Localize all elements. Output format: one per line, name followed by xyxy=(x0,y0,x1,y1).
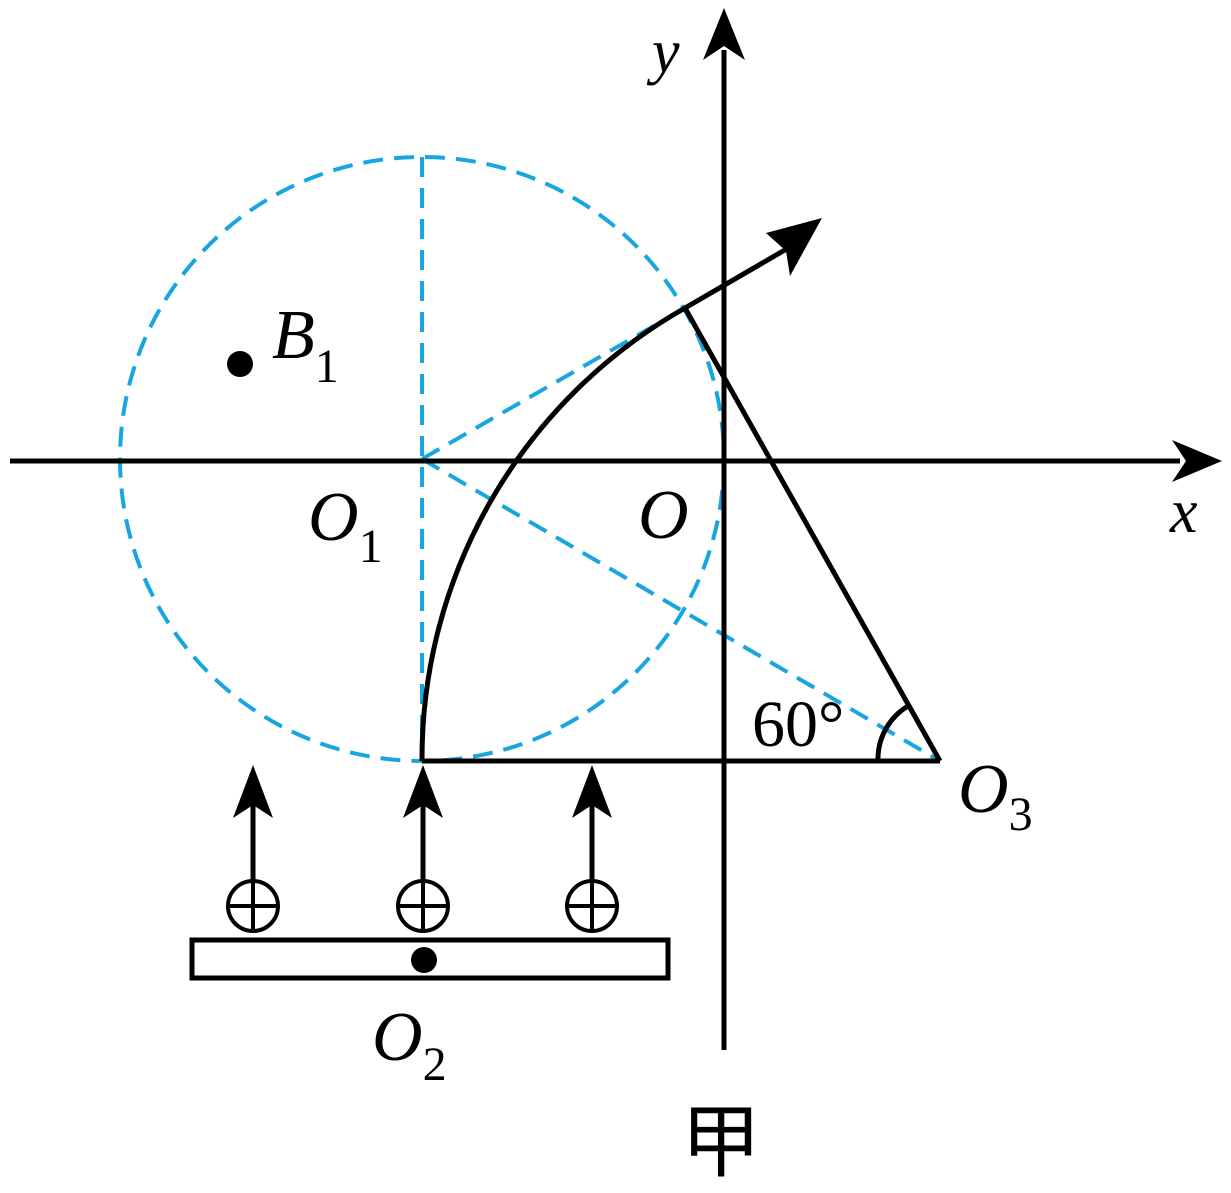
velocity-arrow-left xyxy=(233,765,273,881)
positive-particle-left xyxy=(226,879,280,933)
positive-particle-right xyxy=(565,879,619,933)
coordinate-axes xyxy=(10,8,1222,1050)
b1-label: B1 xyxy=(272,297,339,393)
x-axis-arrowhead xyxy=(1172,440,1222,482)
radius-o3-to-exit xyxy=(682,306,943,763)
o3-construction xyxy=(422,306,943,764)
labels: y x O B1 O1 O2 O3 60° 甲 xyxy=(272,18,1198,1188)
o3-label: O3 xyxy=(958,751,1033,841)
emitter xyxy=(189,765,671,981)
o1-label: O1 xyxy=(308,479,383,573)
trajectory-arc xyxy=(419,305,687,762)
emitter-plate xyxy=(189,937,671,981)
trajectory xyxy=(419,218,822,762)
dashed-line-to-o3 xyxy=(420,457,942,763)
o2-point xyxy=(411,947,437,973)
y-axis-arrowhead xyxy=(703,8,745,60)
velocity-arrow-right xyxy=(572,765,612,881)
x-axis-label: x xyxy=(1169,478,1198,546)
figure-caption: 甲 xyxy=(681,1100,761,1188)
b1-point xyxy=(227,351,253,377)
velocity-arrow-center xyxy=(403,765,443,881)
exit-velocity-arrowhead xyxy=(766,218,822,276)
y-axis-label: y xyxy=(646,18,680,86)
o2-label: O2 xyxy=(372,999,447,1091)
angle-arc-60 xyxy=(875,703,910,762)
exit-velocity-line xyxy=(683,244,792,311)
angle-label: 60° xyxy=(752,688,844,761)
origin-label: O xyxy=(638,477,689,554)
positive-particle-center xyxy=(396,879,450,933)
